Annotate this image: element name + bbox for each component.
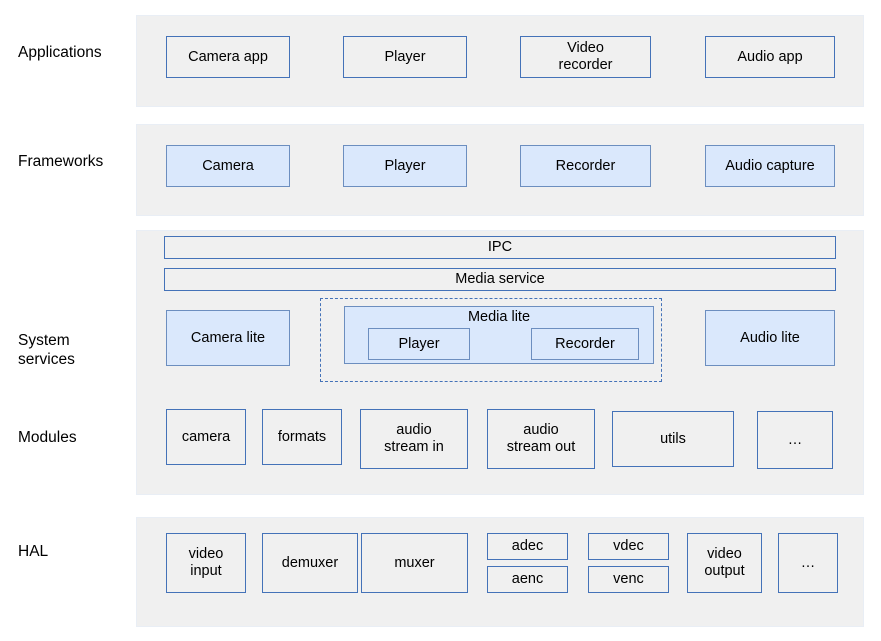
node-player-framework[interactable]: Player <box>343 145 467 187</box>
layer-label-frameworks: Frameworks <box>18 153 104 170</box>
node-camera-framework[interactable]: Camera <box>166 145 290 187</box>
node-camera-app[interactable]: Camera app <box>166 36 290 78</box>
node-recorder-media-lite[interactable]: Recorder <box>531 328 639 360</box>
layer-label-applications: Applications <box>18 44 102 61</box>
node-hal-muxer[interactable]: muxer <box>361 533 468 593</box>
node-video-recorder-app[interactable]: Video recorder <box>520 36 651 78</box>
node-hal-aenc[interactable]: aenc <box>487 566 568 593</box>
node-audio-capture-framework[interactable]: Audio capture <box>705 145 835 187</box>
node-module-formats[interactable]: formats <box>262 409 342 465</box>
node-hal-ellipsis[interactable]: … <box>778 533 838 593</box>
node-player-media-lite[interactable]: Player <box>368 328 470 360</box>
node-module-audio-stream-out[interactable]: audio stream out <box>487 409 595 469</box>
bar-ipc[interactable]: IPC <box>164 236 836 259</box>
node-hal-vdec[interactable]: vdec <box>588 533 669 560</box>
panel-media-lite-title: Media lite <box>467 309 531 325</box>
layer-label-hal: HAL <box>18 543 49 560</box>
bar-media-service[interactable]: Media service <box>164 268 836 291</box>
node-module-utils[interactable]: utils <box>612 411 734 467</box>
node-recorder-framework[interactable]: Recorder <box>520 145 651 187</box>
layer-label-modules: Modules <box>18 429 77 446</box>
node-module-camera[interactable]: camera <box>166 409 246 465</box>
node-hal-demuxer[interactable]: demuxer <box>262 533 358 593</box>
node-audio-app[interactable]: Audio app <box>705 36 835 78</box>
layer-label-system-services: System services <box>18 332 75 368</box>
node-module-audio-stream-in[interactable]: audio stream in <box>360 409 468 469</box>
node-module-ellipsis[interactable]: … <box>757 411 833 469</box>
node-hal-venc[interactable]: venc <box>588 566 669 593</box>
node-audio-lite[interactable]: Audio lite <box>705 310 835 366</box>
node-camera-lite[interactable]: Camera lite <box>166 310 290 366</box>
node-hal-video-input[interactable]: video input <box>166 533 246 593</box>
node-hal-video-output[interactable]: video output <box>687 533 762 593</box>
node-player-app[interactable]: Player <box>343 36 467 78</box>
node-hal-adec[interactable]: adec <box>487 533 568 560</box>
group-media-lite <box>320 298 662 382</box>
